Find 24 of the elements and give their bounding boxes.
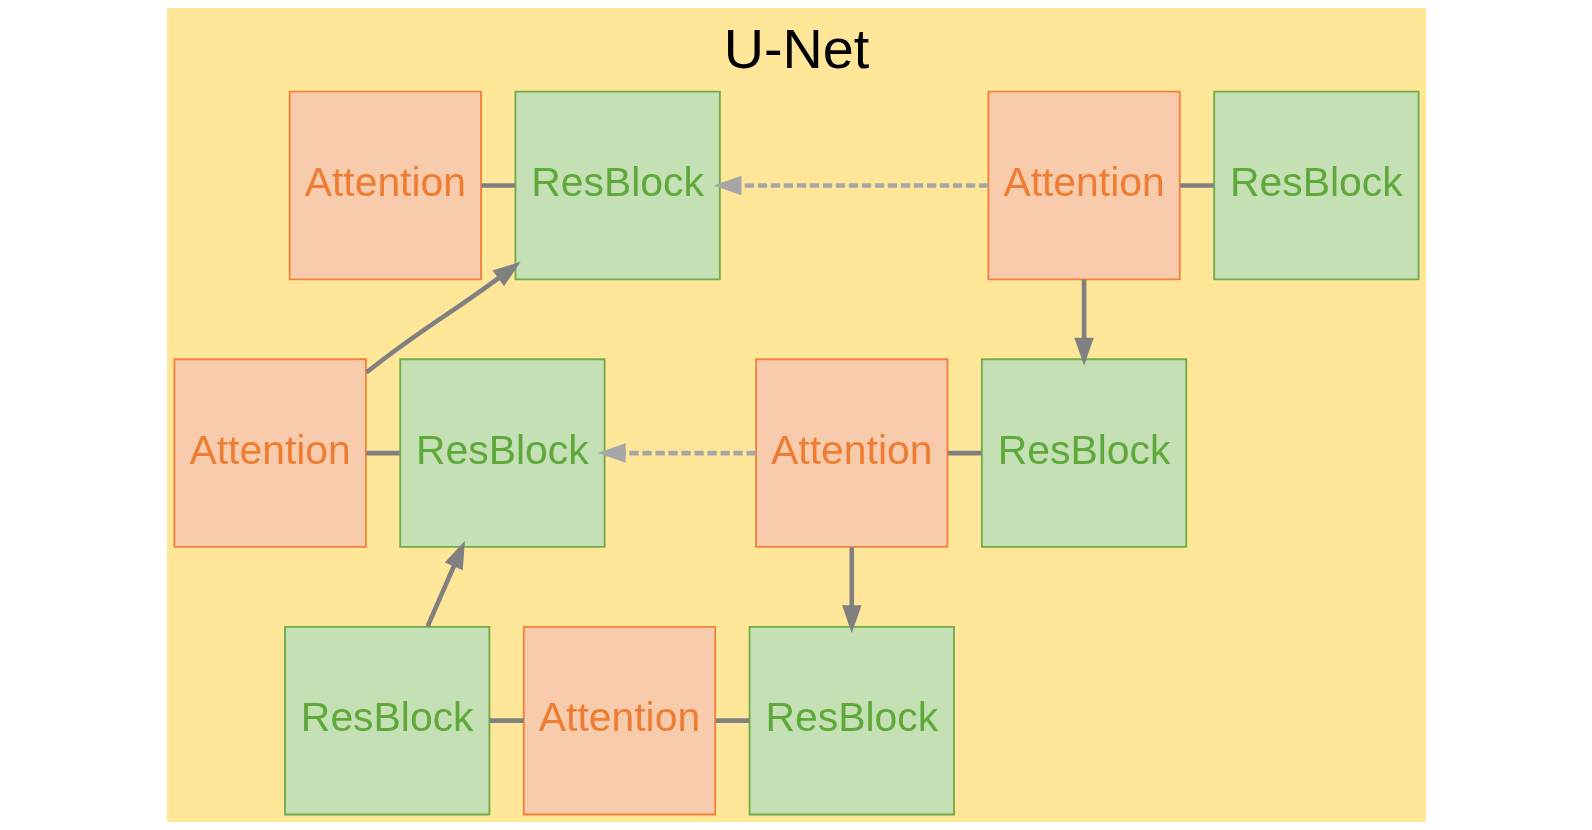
arrow (841, 547, 862, 634)
node-box: Attention (754, 358, 948, 548)
node-box: ResBlock (514, 90, 721, 281)
connector (1179, 183, 1214, 188)
node-box: ResBlock (748, 625, 955, 816)
node-box: Attention (288, 90, 482, 281)
node-box: ResBlock (1212, 90, 1419, 281)
node-box: Attention (173, 358, 367, 548)
diagram-title: U-Net (723, 17, 869, 80)
node-box: ResBlock (980, 358, 1187, 548)
connector (365, 450, 400, 456)
arrow (1073, 279, 1094, 366)
arrow (425, 540, 465, 628)
connector (481, 183, 515, 188)
arrow (364, 261, 521, 375)
arrow (713, 175, 988, 196)
node-box: Attention (522, 625, 716, 816)
node-box: ResBlock (398, 358, 606, 548)
node-box: Attention (986, 90, 1181, 281)
node-box: ResBlock (283, 625, 490, 816)
arrow (597, 443, 756, 463)
connector (715, 718, 749, 723)
connector (489, 718, 524, 723)
connector (947, 450, 981, 456)
